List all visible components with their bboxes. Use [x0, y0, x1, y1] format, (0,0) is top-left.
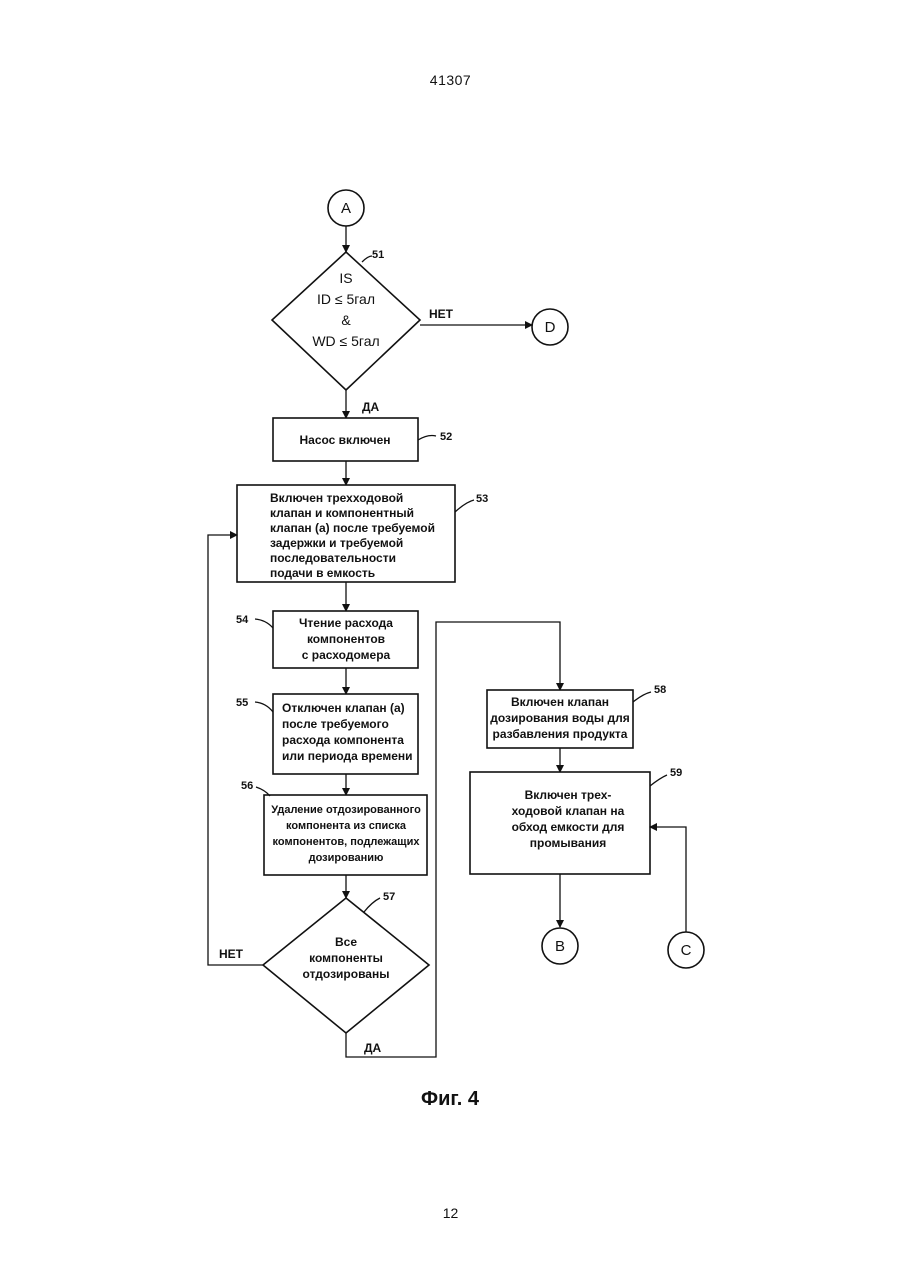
decision-51-line: WD ≤ 5гал — [312, 333, 379, 349]
ref-number-55: 55 — [236, 697, 248, 709]
process-box-53-line: задержки и требуемой — [270, 536, 403, 550]
leader-54 — [255, 619, 273, 628]
decision-57-no-label: НЕТ — [219, 947, 244, 961]
ref-number-51: 51 — [372, 249, 384, 261]
decision-51-yes-label: ДА — [362, 400, 380, 414]
process-box-58-line: Включен клапан — [511, 695, 609, 709]
decision-57-line: Все — [335, 935, 357, 949]
ref-number-52: 52 — [440, 431, 452, 443]
process-box-52-text: Насос включен — [299, 433, 390, 447]
figure-caption: Фиг. 4 — [421, 1088, 480, 1110]
process-box-59-line: обход емкости для — [512, 820, 625, 834]
connector-a-label: A — [341, 200, 351, 217]
decision-57-diamond — [263, 898, 429, 1033]
leader-58 — [633, 692, 651, 702]
leader-59 — [650, 775, 667, 786]
connector-c-label: C — [681, 942, 692, 959]
process-box-58-line: разбавления продукта — [493, 727, 628, 741]
process-box-56-line: Удаление отдозированного — [271, 804, 421, 816]
process-box-59-line: промывания — [530, 836, 606, 850]
process-box-53-line: последовательности — [270, 551, 396, 565]
process-box-55-line: или периода времени — [282, 749, 413, 763]
arrow-57-no-loop-to-53 — [208, 535, 263, 965]
process-box-59-line: Включен трех- — [525, 788, 612, 802]
process-box-56-line: компонентов, подлежащих — [273, 836, 421, 848]
process-box-58-line: дозирования воды для — [490, 711, 629, 725]
decision-51-no-label: НЕТ — [429, 307, 454, 321]
process-box-53-line: клапан и компонентный — [270, 506, 414, 520]
process-box-53-line: Включен трехходовой — [270, 491, 403, 505]
decision-51-line: ID ≤ 5гал — [317, 291, 375, 307]
page-footer-number: 12 — [0, 1205, 901, 1221]
ref-number-59: 59 — [670, 767, 682, 779]
decision-57-yes-label: ДА — [364, 1041, 382, 1055]
process-box-54-line: компонентов — [307, 632, 385, 646]
leader-55 — [255, 702, 273, 712]
ref-number-53: 53 — [476, 493, 488, 505]
process-box-55-line: Отключен клапан (а) — [282, 701, 405, 715]
ref-number-54: 54 — [236, 614, 249, 626]
leader-57 — [364, 898, 380, 912]
decision-51-line: IS — [339, 270, 352, 286]
process-box-54-line: с расходомера — [302, 648, 391, 662]
process-box-56-line: компонента из списка — [286, 820, 407, 832]
leader-52 — [418, 436, 436, 441]
leader-51 — [362, 256, 372, 262]
decision-57-line: компоненты — [309, 951, 383, 965]
decision-57-line: отдозированы — [303, 967, 390, 981]
process-box-55-line: после требуемого — [282, 717, 389, 731]
process-box-53-line: клапан (а) после требуемой — [270, 521, 435, 535]
connector-d-label: D — [545, 319, 556, 336]
arrow-c-to-59 — [650, 827, 686, 932]
leader-53 — [455, 500, 474, 512]
connector-b-label: B — [555, 938, 565, 955]
process-box-53-line: подачи в емкость — [270, 566, 375, 580]
decision-51-line: & — [341, 312, 351, 328]
process-box-54-line: Чтение расхода — [299, 616, 393, 630]
ref-number-56: 56 — [241, 780, 253, 792]
ref-number-57: 57 — [383, 891, 395, 903]
ref-number-58: 58 — [654, 684, 666, 696]
process-box-59-line: ходовой клапан на — [512, 804, 625, 818]
process-box-55-line: расхода компонента — [282, 733, 404, 747]
process-box-56-line: дозированию — [309, 852, 384, 864]
leader-56 — [256, 787, 270, 796]
